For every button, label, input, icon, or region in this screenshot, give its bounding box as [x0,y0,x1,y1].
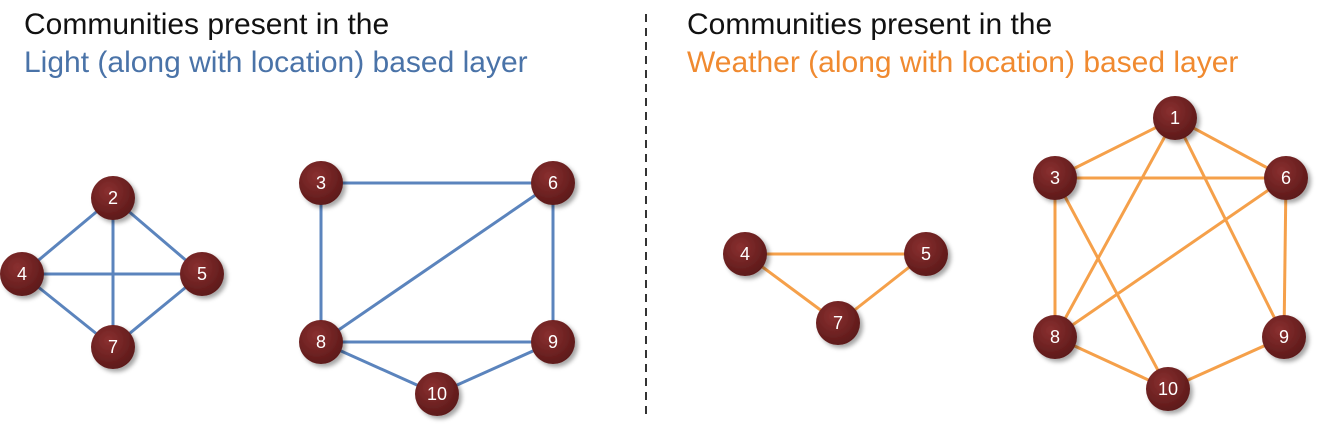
right-edge-6-8 [1054,176,1287,339]
left-node-label-10: 10 [427,384,447,404]
left-node-6: 6 [531,161,575,205]
right-node-8: 8 [1033,315,1077,359]
right-node-circle-5 [904,232,948,276]
right-node-3: 3 [1033,156,1077,200]
right-edge-6-9 [1282,177,1288,338]
left-node-2: 2 [91,176,135,220]
right-node-circle-6 [1264,156,1308,200]
left-title-line2: Light (along with location) based layer [24,46,528,79]
right-edge-1-3 [1054,116,1176,180]
right-title-line2: Weather (along with location) based laye… [687,46,1239,79]
right-node-label-5: 5 [921,244,931,264]
left-node-5: 5 [180,252,224,296]
left-node-circle-5 [180,252,224,296]
left-node-3: 3 [299,161,343,205]
right-node-label-1: 1 [1170,108,1180,128]
left-node-label-7: 7 [108,337,118,357]
right-nodes: 4 5 7 1 3 6 8 9 10 [723,96,1308,411]
left-node-circle-6 [531,161,575,205]
right-node-1: 1 [1153,96,1197,140]
right-node-9: 9 [1262,315,1306,359]
left-nodes: 2 4 5 7 3 6 8 9 10 [0,161,575,416]
right-panel-title: Communities present in the Weather (alon… [687,6,1238,82]
left-node-label-8: 8 [316,332,326,352]
left-node-9: 9 [531,320,575,364]
right-edge-3-10 [1053,177,1170,390]
left-node-8: 8 [299,320,343,364]
right-node-circle-10 [1146,367,1190,411]
right-node-5: 5 [904,232,948,276]
left-node-circle-3 [299,161,343,205]
left-panel-title: Communities present in the Light (along … [24,6,528,82]
right-node-circle-3 [1033,156,1077,200]
left-node-7: 7 [91,325,135,369]
left-node-circle-8 [299,320,343,364]
left-node-label-2: 2 [108,188,118,208]
right-node-label-8: 8 [1050,327,1060,347]
left-node-circle-10 [415,372,459,416]
left-node-circle-2 [91,176,135,220]
right-node-label-9: 9 [1279,327,1289,347]
left-title-line1: Communities present in the [24,8,390,41]
right-node-label-4: 4 [740,244,750,264]
right-node-circle-7 [816,301,860,345]
left-node-label-9: 9 [548,332,558,352]
right-node-circle-9 [1262,315,1306,359]
left-node-circle-4 [0,252,44,296]
right-edges [744,116,1288,391]
right-node-label-10: 10 [1158,379,1178,399]
right-node-6: 6 [1264,156,1308,200]
left-node-label-6: 6 [548,173,558,193]
left-node-label-3: 3 [316,173,326,193]
right-title-line1: Communities present in the [687,8,1053,41]
right-node-7: 7 [816,301,860,345]
left-node-10: 10 [415,372,459,416]
right-node-label-7: 7 [833,313,843,333]
right-node-label-3: 3 [1050,168,1060,188]
right-edge-1-8 [1053,117,1177,338]
right-graph: 4 5 7 1 3 6 8 9 10 [723,96,1308,411]
right-edge-1-9 [1173,117,1286,338]
left-node-4: 4 [0,252,44,296]
right-node-circle-4 [723,232,767,276]
left-node-circle-9 [531,320,575,364]
right-node-4: 4 [723,232,767,276]
right-node-10: 10 [1146,367,1190,411]
left-node-label-5: 5 [197,264,207,284]
left-node-label-4: 4 [17,264,27,284]
right-node-label-6: 6 [1281,168,1291,188]
left-edge-6-8 [320,181,554,344]
left-node-circle-7 [91,325,135,369]
left-graph: 2 4 5 7 3 6 8 9 10 [0,161,575,416]
right-node-circle-1 [1153,96,1197,140]
right-node-circle-8 [1033,315,1077,359]
